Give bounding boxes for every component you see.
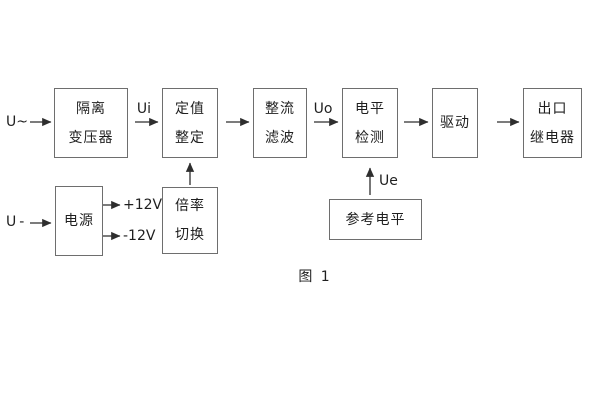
box-power-supply: 电源 [55, 186, 103, 256]
signal-label-ue: Ue [379, 173, 398, 189]
box-label: 驱动 [440, 115, 470, 131]
box-label: 继电器 [530, 129, 575, 146]
box-label: 整定 [175, 129, 205, 146]
signal-label-minus-12v: -12V [123, 228, 156, 244]
box-isolation-transformer: 隔离 变压器 [54, 88, 128, 158]
box-reference-level: 参考电平 [329, 199, 422, 240]
box-label: 出口 [537, 100, 568, 117]
box-label: 电平 [355, 100, 385, 117]
box-label: 变压器 [68, 129, 114, 146]
box-setpoint-setting: 定值 整定 [162, 88, 218, 158]
figure-caption: 图 1 [298, 269, 332, 285]
box-label: 检测 [355, 129, 385, 146]
box-label: 整流 [265, 100, 295, 117]
box-level-detect: 电平 检测 [342, 88, 398, 158]
box-ratio-switch: 倍率 切换 [162, 187, 218, 254]
signal-label-ac-input: U~ [6, 114, 28, 130]
box-label: 参考电平 [345, 211, 406, 228]
box-rectifier-filter: 整流 滤波 [253, 88, 307, 158]
box-output-relay: 出口 继电器 [523, 88, 582, 158]
box-label: 滤波 [265, 129, 295, 146]
signal-label-dc-input: U- [6, 214, 28, 230]
signal-label-uo: Uo [313, 101, 333, 117]
box-label: 电源 [64, 213, 94, 229]
signal-label-ui: Ui [136, 101, 152, 117]
box-label: 倍率 [175, 198, 205, 214]
box-label: 定值 [175, 100, 205, 117]
box-label: 隔离 [76, 100, 106, 117]
signal-label-plus-12v: +12V [123, 197, 163, 213]
box-drive: 驱动 [432, 88, 478, 158]
box-label: 切换 [175, 227, 205, 243]
